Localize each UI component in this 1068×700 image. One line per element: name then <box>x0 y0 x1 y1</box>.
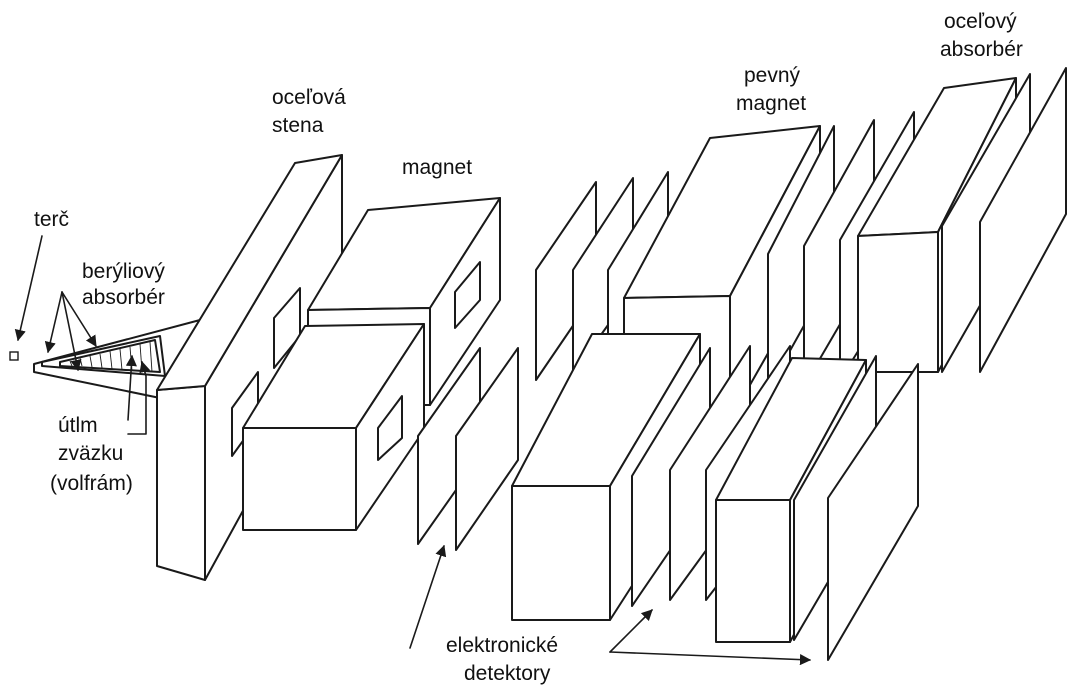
label-steel-absorber-line1: oceľový <box>944 10 1017 33</box>
label-beryllium-line2: absorbér <box>82 286 165 309</box>
label-attenuator-line1: útlm <box>58 414 98 437</box>
label-steel-absorber-line2: absorbér <box>940 38 1023 61</box>
label-detectors-line2: detektory <box>464 662 551 685</box>
label-detectors-line1: elektronické <box>446 634 558 657</box>
label-attenuator-line2: zväzku <box>58 442 123 465</box>
label-solid-magnet-line1: pevný <box>744 64 801 87</box>
label-solid-magnet-line2: magnet <box>736 92 806 115</box>
label-attenuator-line3: (volfrám) <box>50 472 133 495</box>
pointer-arrows <box>14 235 812 666</box>
label-target: terč <box>34 208 69 231</box>
label-steel-wall-line2: stena <box>272 114 324 137</box>
target-marker <box>9 351 19 361</box>
labels: terč berýliový absorbér útlm zväzku (vol… <box>34 10 1023 685</box>
label-steel-wall-line1: oceľová <box>272 86 346 109</box>
steel-absorber <box>857 67 1067 373</box>
lower-right-block <box>715 355 919 661</box>
label-beryllium-line1: berýliový <box>82 260 165 283</box>
label-magnet: magnet <box>402 156 472 179</box>
steel-wall <box>156 154 343 581</box>
